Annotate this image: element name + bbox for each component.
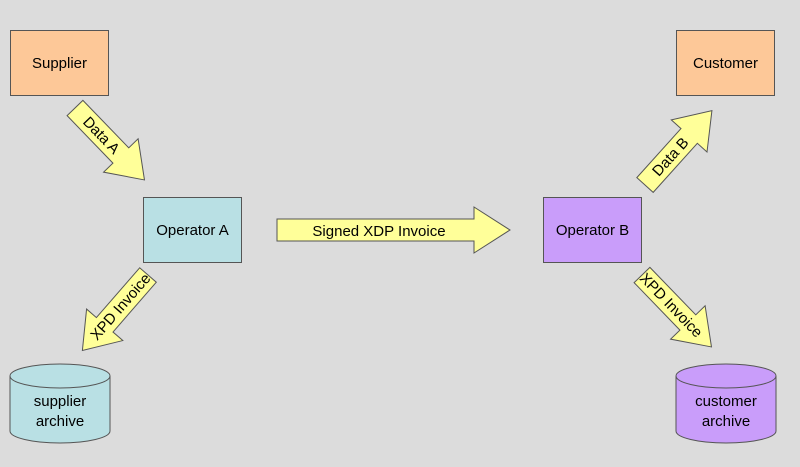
customer-archive-label-1: customer (695, 393, 757, 410)
supplier-node: Supplier (10, 30, 109, 96)
supplier-archive-label-2: archive (36, 413, 84, 430)
operator-b-node: Operator B (543, 197, 642, 263)
signed-xdp-invoice-arrow: Signed XDP Invoice (276, 206, 511, 254)
xpd-invoice-a-label: XPD Invoice (87, 270, 154, 343)
supplier-archive-label-1: supplier (34, 393, 87, 410)
operator-a-label: Operator A (156, 221, 229, 239)
xpd-invoice-b-label: XPD Invoice (636, 270, 706, 341)
customer-archive-node: customer archive (675, 363, 777, 444)
xpd-invoice-a-arrow: XPD Invoice (81, 267, 158, 352)
operator-b-label: Operator B (555, 221, 630, 239)
signed-xdp-invoice-label: Signed XDP Invoice (312, 223, 445, 240)
customer-node: Customer (676, 30, 775, 96)
operator-a-node: Operator A (143, 197, 242, 263)
data-a-arrow: Data A (66, 99, 146, 181)
xpd-invoice-b-arrow: XPD Invoice (633, 266, 713, 348)
supplier-label: Supplier (31, 54, 88, 72)
supplier-archive-node: supplier archive (9, 363, 111, 444)
data-b-arrow: Data B (636, 110, 713, 194)
customer-archive-label-2: archive (702, 413, 750, 430)
customer-label: Customer (692, 54, 759, 72)
